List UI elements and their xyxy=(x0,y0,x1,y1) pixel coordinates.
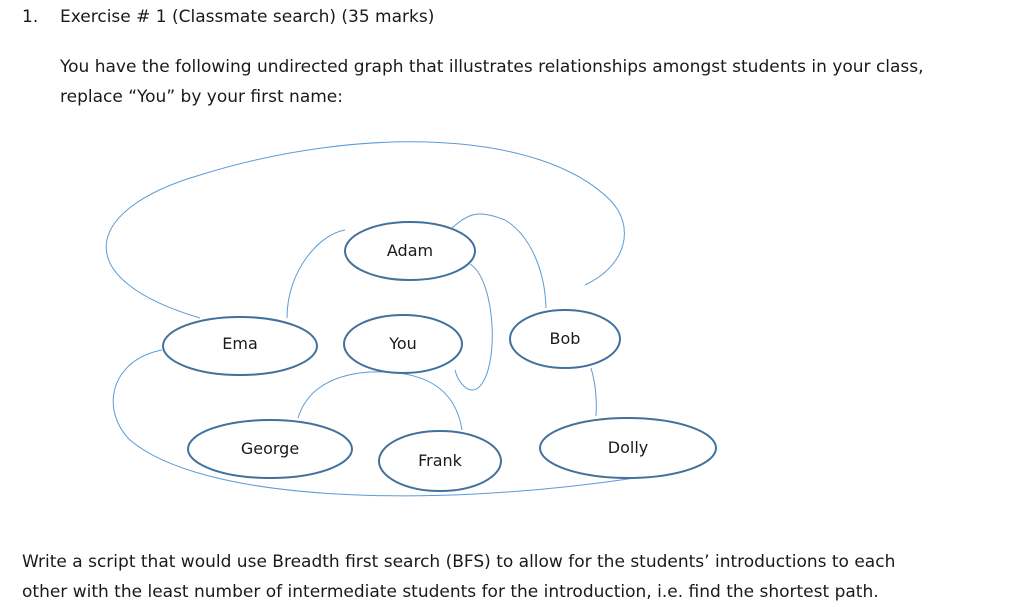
node-george xyxy=(187,419,353,479)
intro-line-2: replace “You” by your first name: xyxy=(60,87,343,107)
footer-line-2: other with the least number of intermedi… xyxy=(22,582,879,602)
exercise-title: Exercise # 1 (Classmate search) (35 mark… xyxy=(60,7,435,27)
exercise-number: 1. xyxy=(22,7,39,27)
node-label-bob: Bob xyxy=(550,329,581,348)
node-frank xyxy=(378,430,502,492)
node-bob xyxy=(509,309,621,369)
edge-ema-adam xyxy=(286,229,346,319)
node-ema xyxy=(162,316,318,376)
edge-ema-bob xyxy=(105,141,625,319)
node-you xyxy=(343,314,463,374)
node-label-frank: Frank xyxy=(418,451,463,470)
node-dolly xyxy=(539,417,717,479)
footer-line-1: Write a script that would use Breadth fi… xyxy=(22,552,896,572)
node-label-george: George xyxy=(241,439,299,458)
edge-bob-dolly xyxy=(590,367,597,417)
node-label-dolly: Dolly xyxy=(608,438,648,457)
edge-ema-dolly xyxy=(112,349,636,497)
intro-line-1: You have the following undirected graph … xyxy=(60,57,924,77)
edge-george-frank xyxy=(297,371,463,431)
edge-adam-you xyxy=(454,263,493,391)
edge-adam-bob xyxy=(451,213,547,309)
node-adam xyxy=(344,221,476,281)
node-label-adam: Adam xyxy=(387,241,433,260)
node-label-you: You xyxy=(388,334,417,353)
node-label-ema: Ema xyxy=(222,334,258,353)
